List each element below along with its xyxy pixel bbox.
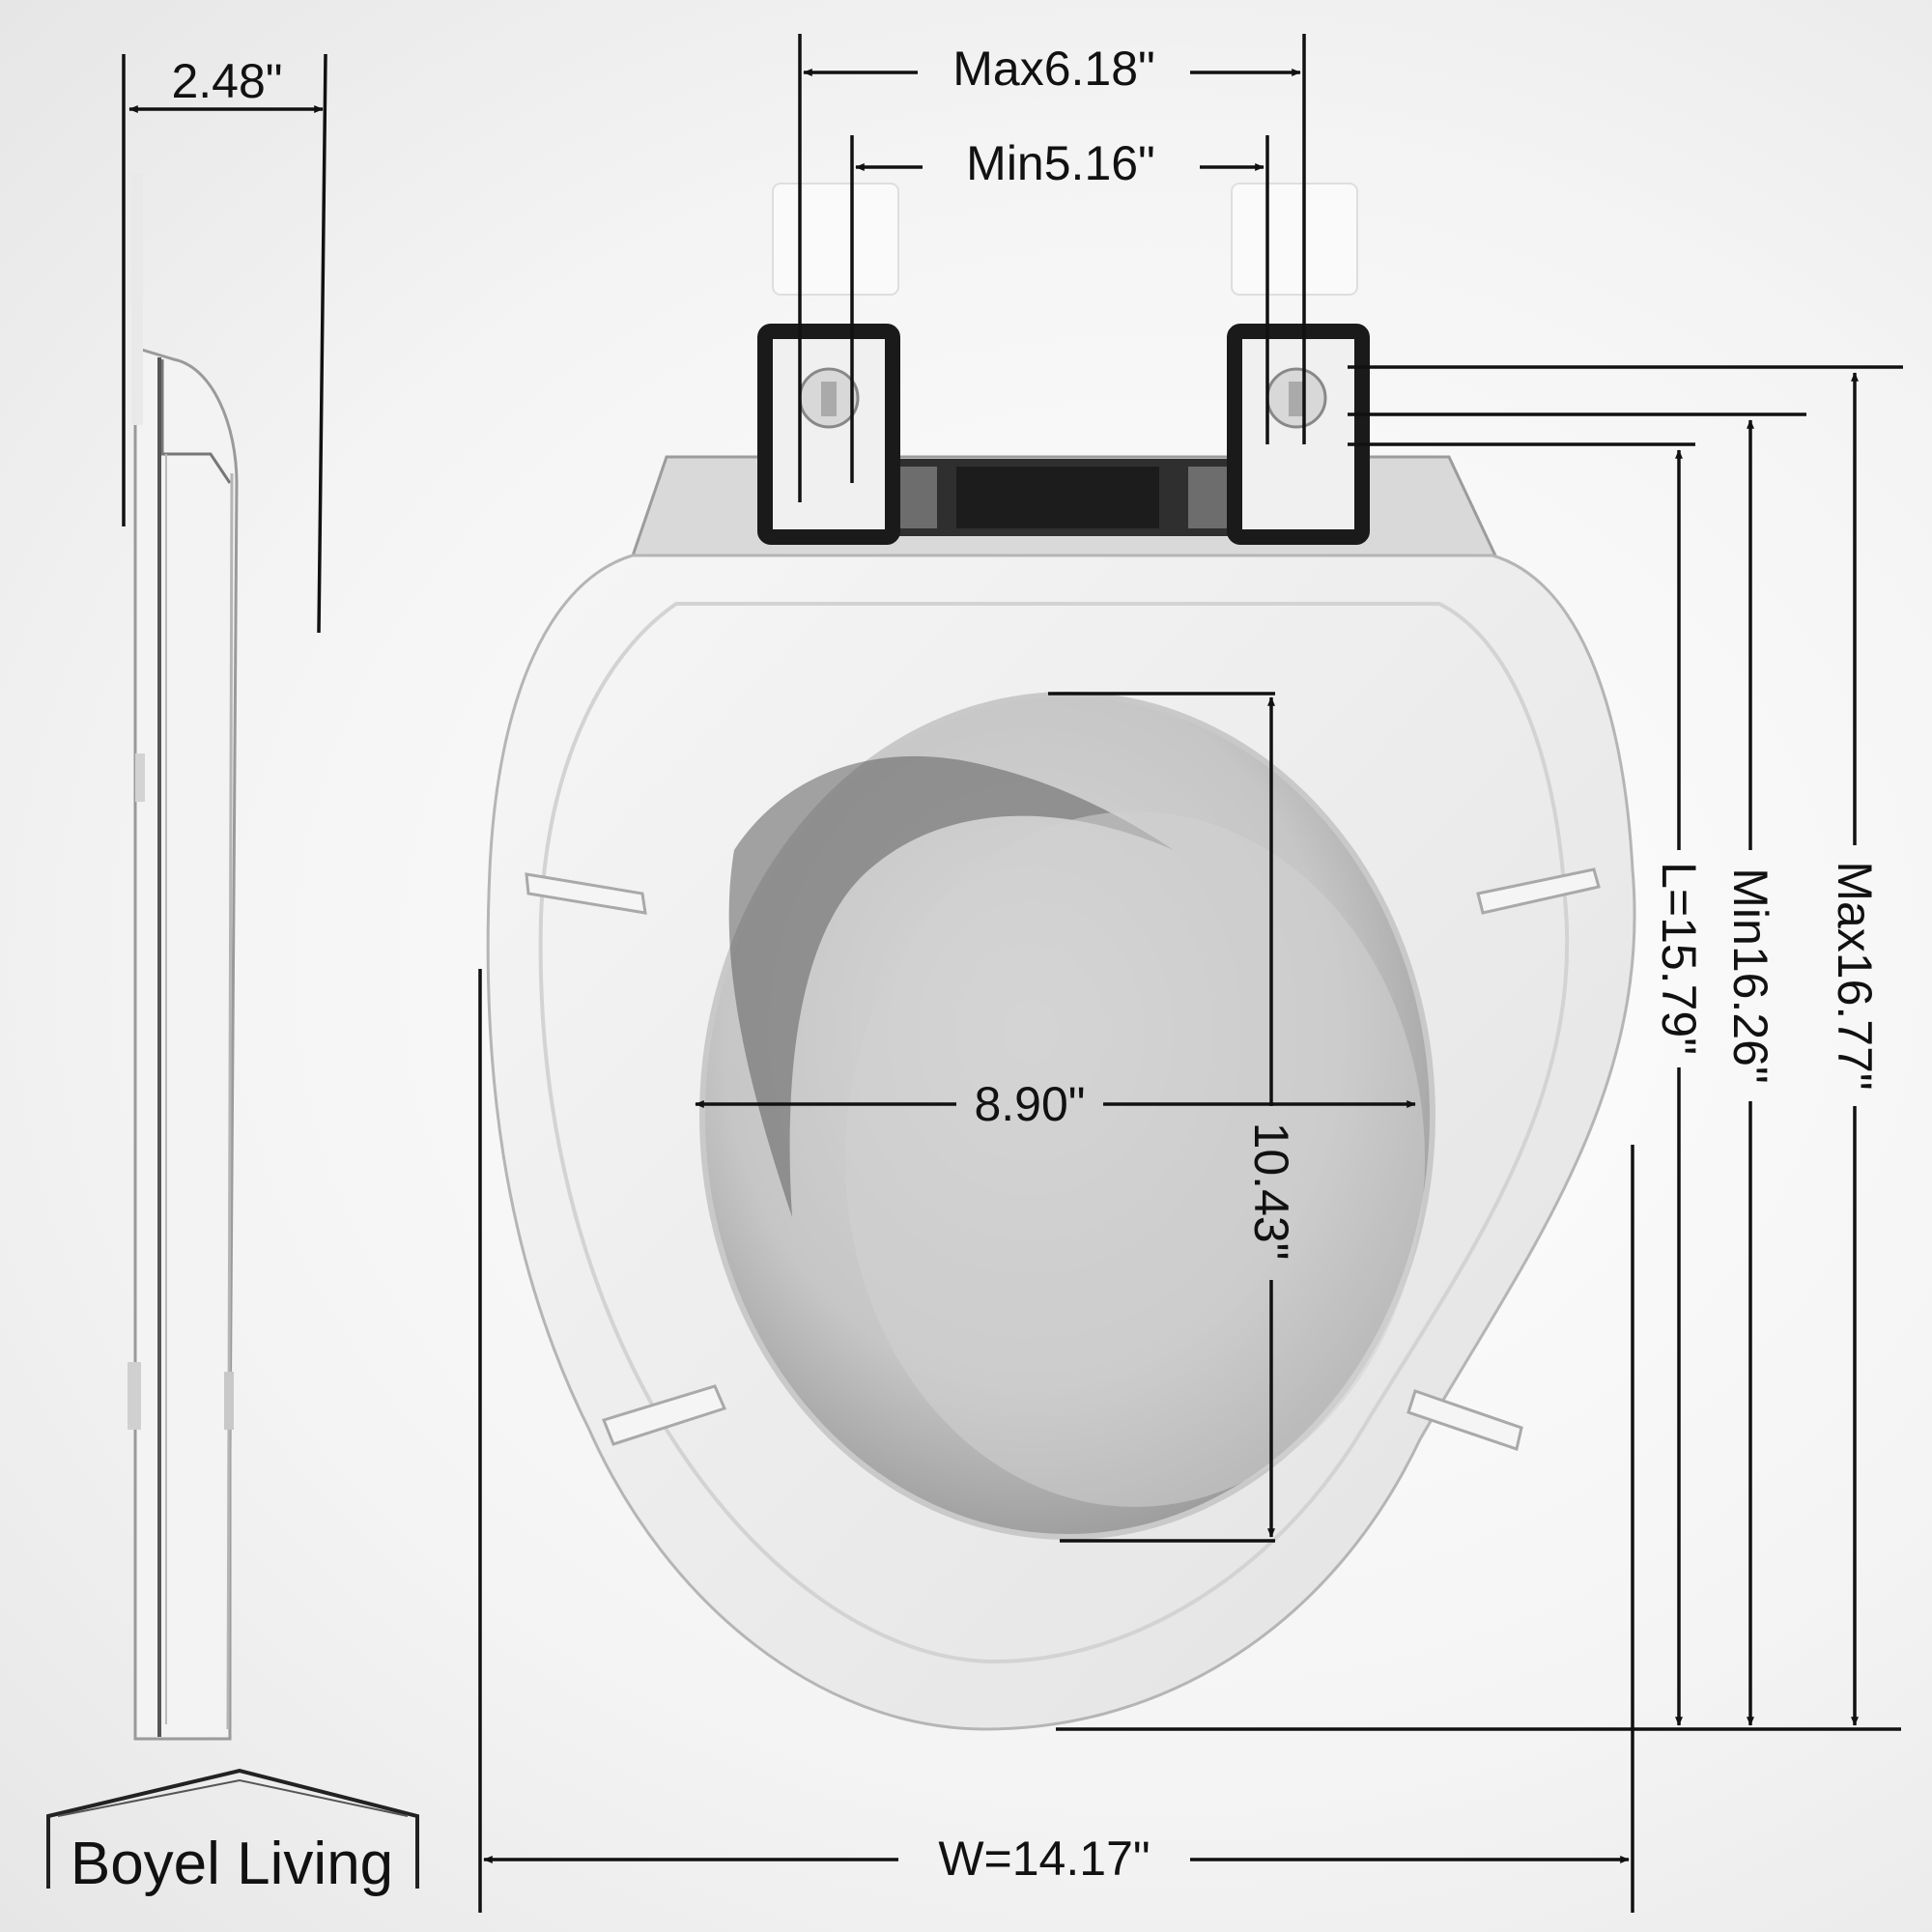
- hinge-min-label: Min5.16": [966, 136, 1155, 190]
- opening-length-label: 10.43": [1244, 1122, 1298, 1261]
- brand-name: Boyel Living: [71, 1831, 393, 1897]
- brand-logo: Boyel Living: [46, 1768, 419, 1897]
- left-hinge: [757, 183, 900, 545]
- seat-width-label: W=14.17": [938, 1832, 1150, 1886]
- max-length-label: Max16.77": [1828, 861, 1882, 1090]
- min-length-label: Min16.26": [1723, 867, 1777, 1083]
- hinge-max-label: Max6.18": [952, 42, 1155, 96]
- side-view: [128, 174, 239, 1741]
- right-hinge: [1227, 183, 1370, 545]
- depth-label: 2.48": [171, 54, 282, 108]
- dimension-lines: [122, 34, 1903, 1913]
- seat-length-label: L=15.79": [1652, 862, 1706, 1055]
- opening-width-label: 8.90": [974, 1077, 1085, 1131]
